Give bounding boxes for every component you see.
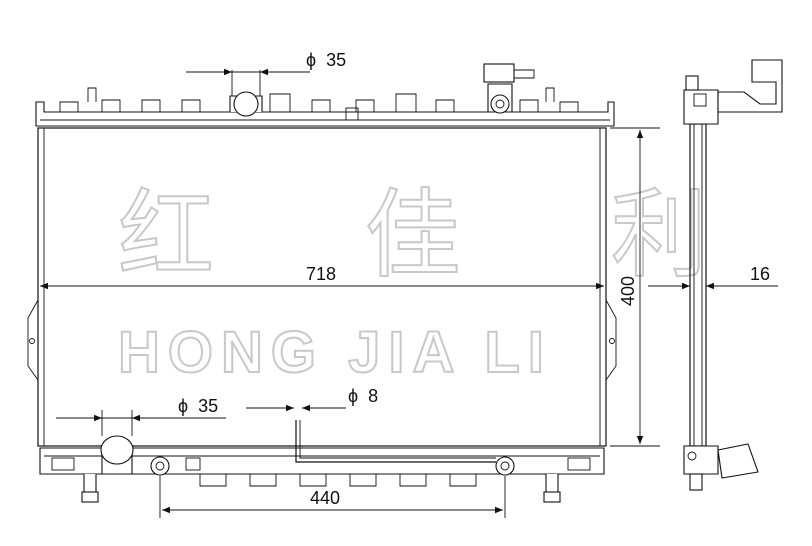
top-inlet-value: 35 xyxy=(326,50,346,70)
spacing-value: 440 xyxy=(310,488,340,508)
svg-text:ϕ35: ϕ 35 xyxy=(178,396,218,416)
top-inlet-pipe xyxy=(229,70,263,117)
watermark-chinese: 红 佳 利 xyxy=(118,179,767,291)
filler-neck-cap xyxy=(483,63,535,114)
dimension-width: 718 xyxy=(40,264,604,290)
radiator-core xyxy=(37,127,607,447)
svg-text:ϕ8: ϕ8 xyxy=(348,386,378,406)
top-tank xyxy=(35,87,615,127)
bottom-outlet-pipe xyxy=(100,410,134,475)
drain-pipe xyxy=(295,420,496,463)
right-side-bracket xyxy=(605,299,617,381)
dimension-bottom-spacing: 440 xyxy=(159,476,506,518)
radiator-side-view xyxy=(683,59,783,491)
dimension-bottom-outlet: ϕ 35 xyxy=(56,396,226,422)
watermark-english: HONG JIA LI xyxy=(118,320,552,385)
thickness-value: 16 xyxy=(750,264,770,284)
drain-pipe-symbol: ϕ xyxy=(348,386,358,406)
drain-fitting-right xyxy=(495,456,515,476)
left-side-bracket xyxy=(27,299,39,381)
bottom-tank xyxy=(39,447,605,503)
dimension-height: 400 xyxy=(610,127,660,447)
dimension-top-inlet: ϕ 35 xyxy=(186,50,346,76)
dimension-thickness: 16 xyxy=(648,264,778,290)
bottom-outlet-symbol: ϕ xyxy=(178,396,188,416)
width-value: 718 xyxy=(306,264,336,284)
radiator-front-view xyxy=(27,63,617,503)
top-inlet-symbol: ϕ xyxy=(306,50,316,70)
height-value: 400 xyxy=(618,276,638,306)
drain-pipe-value: 8 xyxy=(368,386,378,406)
drain-fitting-left xyxy=(150,456,170,476)
bottom-outlet-value: 35 xyxy=(198,396,218,416)
svg-text:ϕ35: ϕ 35 xyxy=(306,50,346,70)
